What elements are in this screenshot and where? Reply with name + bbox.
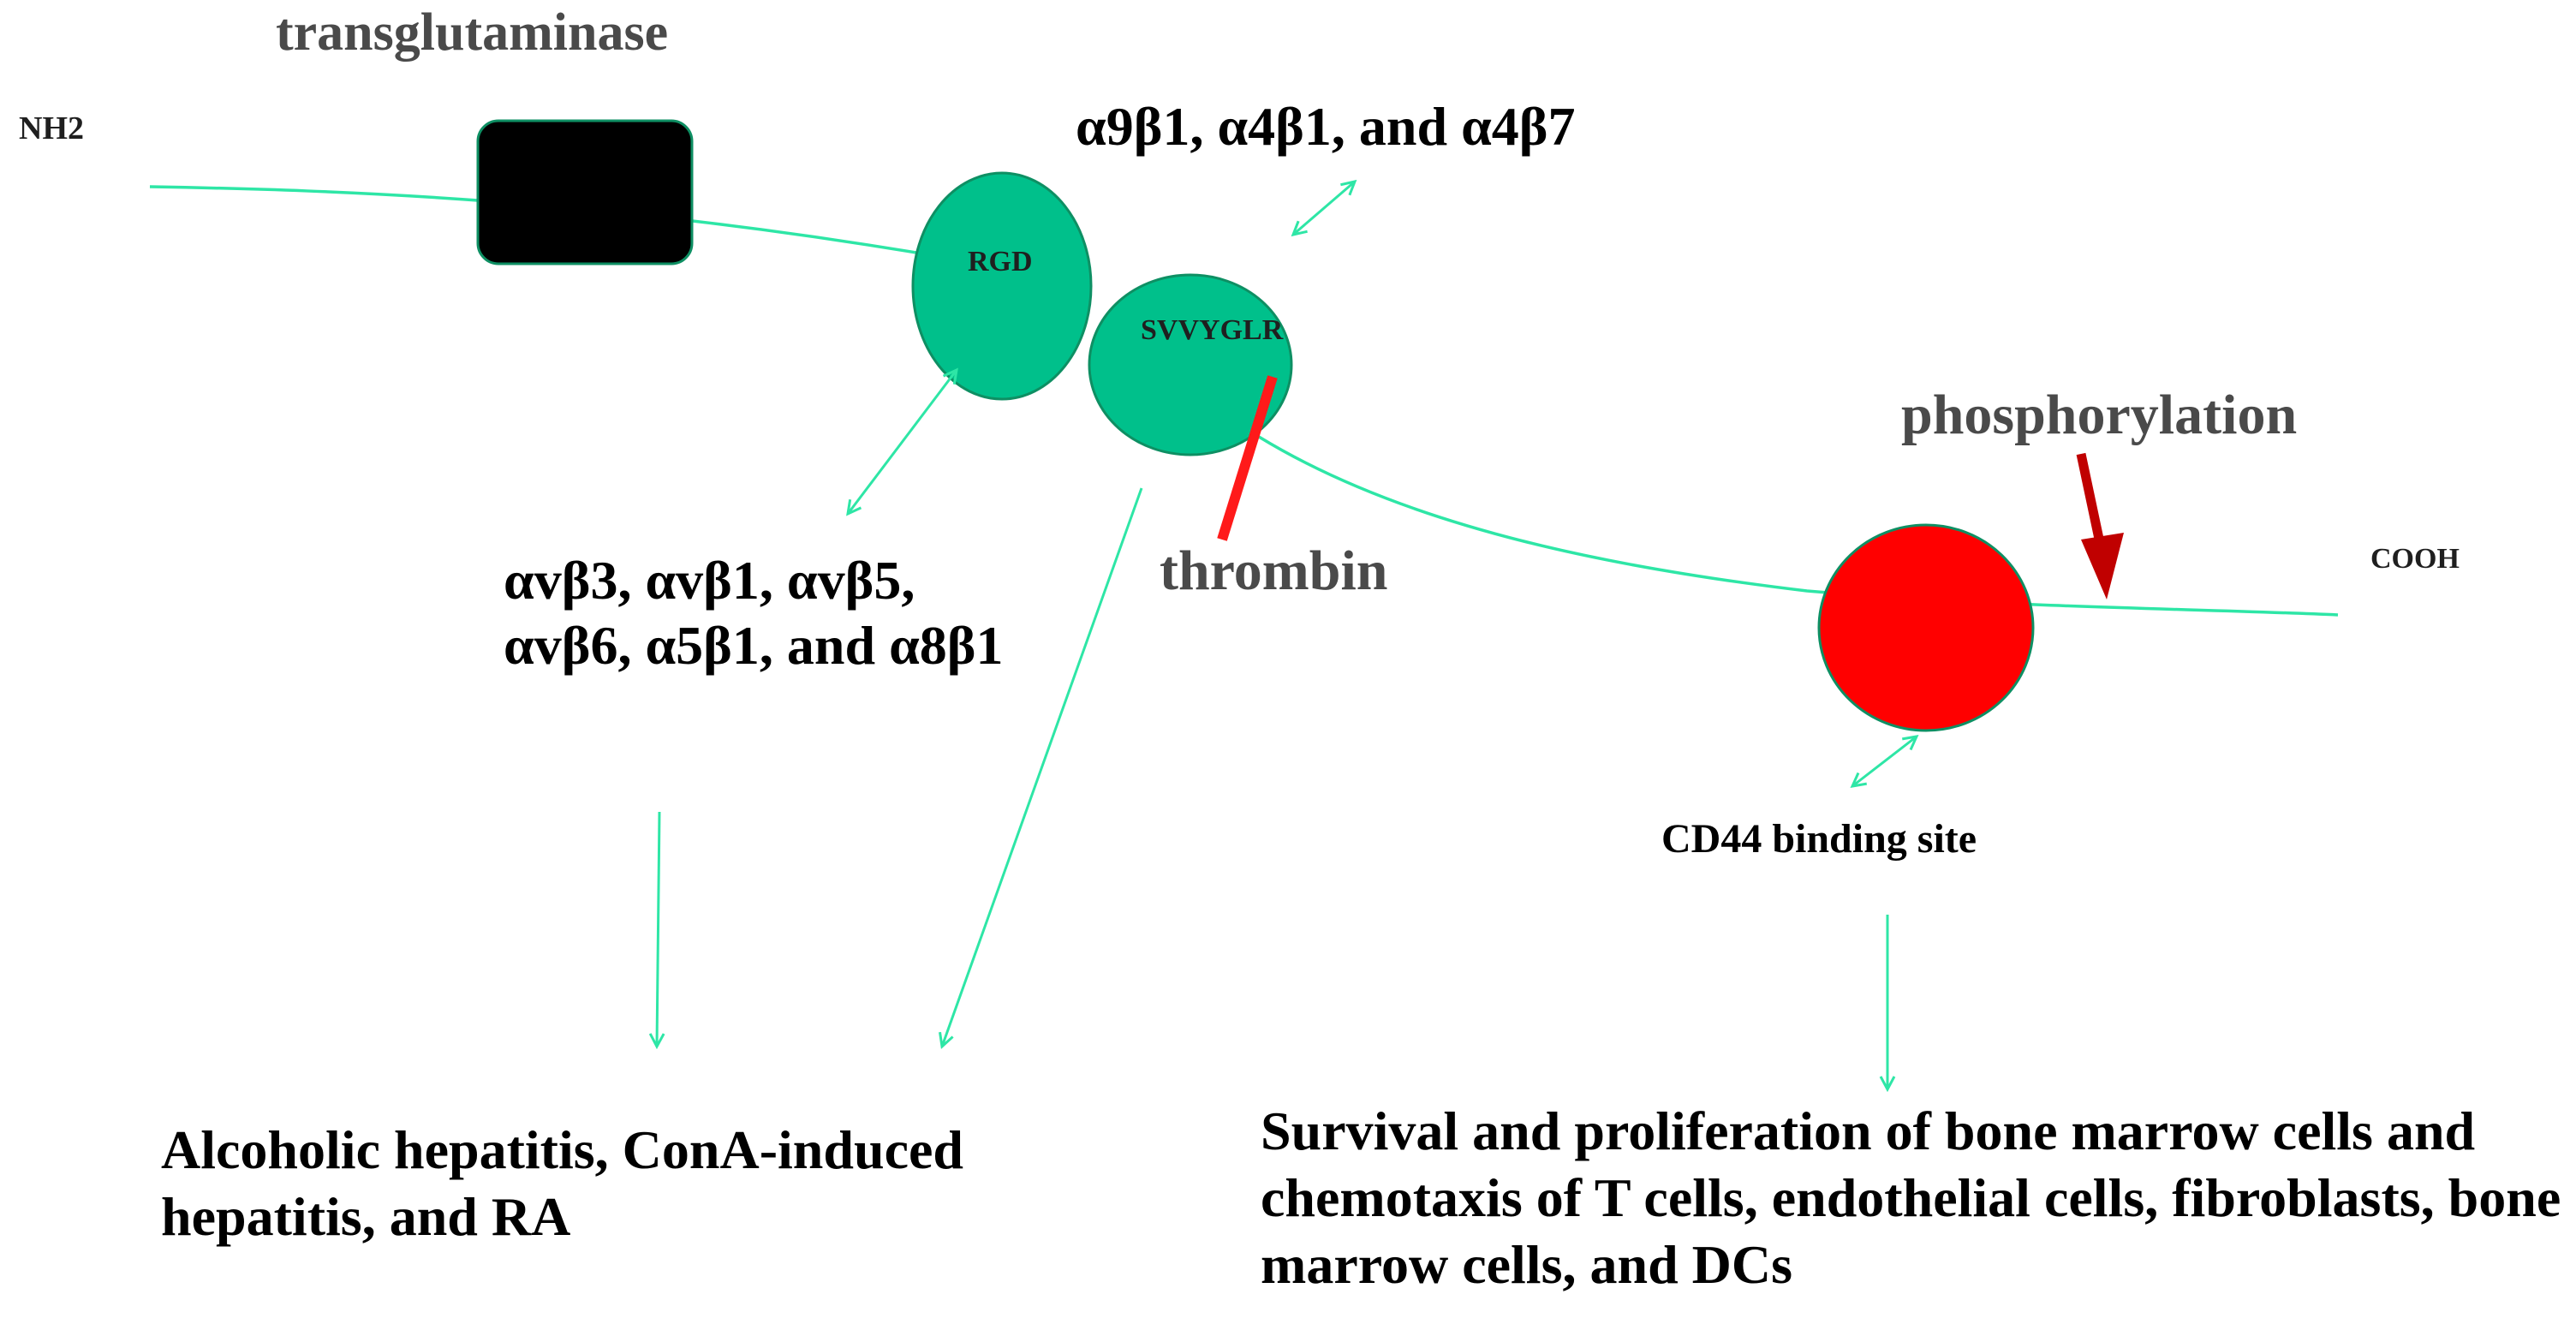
- hepatitis-outcome-label: Alcoholic hepatitis, ConA-induced hepati…: [161, 1119, 963, 1248]
- rgd-integrins-label: αvβ3, αvβ1, αvβ5, αvβ6, α5β1, and α8β1: [504, 550, 1004, 676]
- cd44-binding-domain: [1817, 523, 2035, 732]
- cd44-binding-site-label: CD44 binding site: [1661, 816, 1977, 862]
- transglutaminase-site: [476, 119, 694, 265]
- phosphorylation-label: phosphorylation: [1901, 384, 2298, 446]
- svvyglr-integrins-label: α9β1, α4β1, and α4β7: [1076, 96, 1576, 157]
- nh2-terminus-label: NH2: [19, 110, 84, 146]
- rgd-domain: [911, 171, 1093, 401]
- cooh-terminus-label: COOH: [2370, 543, 2460, 575]
- cd44-binding-arrow: [1852, 737, 1917, 786]
- phosphorylation-arrowhead: [2081, 533, 2124, 599]
- svvyglr-outcome-arrow: [942, 487, 1143, 1047]
- rgd-label: RGD: [968, 246, 1033, 277]
- rgd-integrin-binding-arrow: [848, 370, 957, 514]
- thrombin-label: thrombin: [1160, 540, 1388, 602]
- backbone-line-c-terminal: [1258, 435, 2339, 617]
- transglutaminase-label: transglutaminase: [276, 3, 669, 62]
- thrombin-cleavage-mark: [1217, 375, 1278, 541]
- rgd-outcome-arrow: [657, 811, 659, 1047]
- cd44-outcome-label: Survival and proliferation of bone marro…: [1261, 1100, 2561, 1296]
- svvyglr-domain: [1088, 273, 1293, 456]
- svvyglr-label: SVVYGLR: [1141, 314, 1284, 346]
- svvyglr-integrin-binding-arrow: [1293, 182, 1355, 235]
